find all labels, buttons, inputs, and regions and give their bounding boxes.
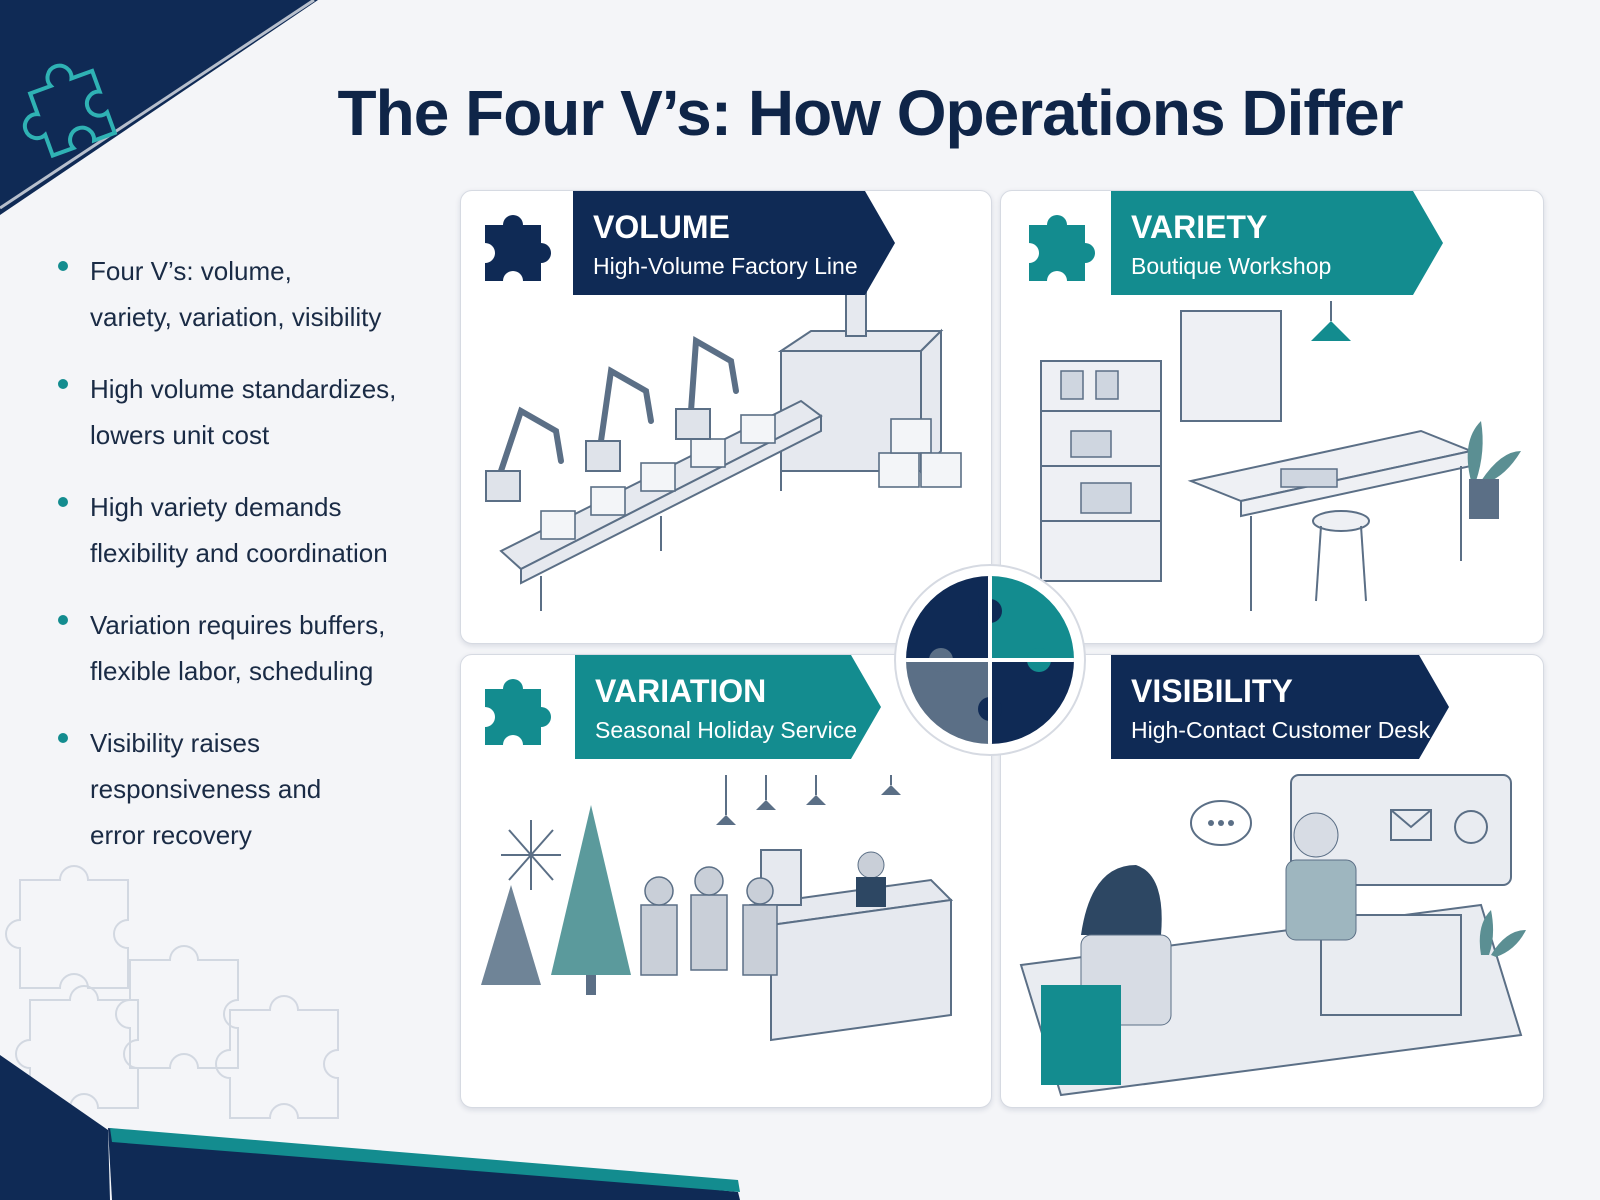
- banner-shape: [573, 191, 895, 295]
- bullet-dot: [58, 497, 68, 507]
- customer-desk-illustration: [1019, 774, 1526, 1097]
- bullet-item: High volume standardizes,lowers unit cos…: [52, 366, 412, 458]
- corner-puzzle-icon: [22, 63, 118, 159]
- quadrant-name: VARIETY: [1131, 209, 1268, 245]
- puzzle-piece-icon: [485, 215, 552, 281]
- volume-banner: VOLUME High-Volume Factory Line: [573, 191, 895, 295]
- bullet-text: Four V’s: volume,variety, variation, vis…: [90, 256, 382, 332]
- quadrant-volume: VOLUME High-Volume Factory Line: [460, 190, 992, 644]
- quadrant-visibility: VISIBILITY High-Contact Customer Desk: [1000, 654, 1544, 1108]
- variety-banner: VARIETY Boutique Workshop: [1111, 191, 1443, 295]
- bullet-dot: [58, 733, 68, 743]
- puzzle-piece-icon: [485, 679, 552, 745]
- bullet-text: High volume standardizes,lowers unit cos…: [90, 374, 397, 450]
- factory-line-illustration: [485, 290, 962, 611]
- bullet-list: Four V’s: volume,variety, variation, vis…: [52, 248, 412, 884]
- holiday-service-illustration: [481, 775, 954, 1042]
- quadrant-name: VISIBILITY: [1131, 673, 1293, 709]
- workshop-illustration: [1040, 301, 1521, 611]
- banner-shape: [575, 655, 881, 759]
- four-piece-puzzle-icon: [894, 564, 1086, 756]
- quadrant-subtitle: Seasonal Holiday Service: [595, 717, 858, 743]
- bullet-item: Variation requires buffers,flexible labo…: [52, 602, 412, 694]
- bullet-dot: [58, 261, 68, 271]
- quadrant-name: VOLUME: [593, 209, 730, 245]
- banner-shape: [1111, 191, 1443, 295]
- quadrant-subtitle: High-Volume Factory Line: [593, 253, 858, 279]
- bullet-dot: [58, 615, 68, 625]
- quadrant-variety: VARIETY Boutique Workshop: [1000, 190, 1544, 644]
- variation-banner: VARIATION Seasonal Holiday Service: [575, 655, 881, 759]
- banner-shape: [1111, 655, 1449, 759]
- visibility-banner: VISIBILITY High-Contact Customer Desk: [1111, 655, 1449, 759]
- bullet-dot: [58, 379, 68, 389]
- quadrant-variation: VARIATION Seasonal Holiday Service: [460, 654, 992, 1108]
- puzzle-piece-icon: [1029, 215, 1096, 281]
- bullet-item: Four V’s: volume,variety, variation, vis…: [52, 248, 412, 340]
- quadrant-subtitle: Boutique Workshop: [1131, 253, 1332, 279]
- quadrant-subtitle: High-Contact Customer Desk: [1131, 717, 1431, 743]
- page-title: The Four V’s: How Operations Differ: [337, 77, 1404, 149]
- quadrant-name: VARIATION: [595, 673, 767, 709]
- bullet-text: Variation requires buffers,flexible labo…: [90, 610, 386, 686]
